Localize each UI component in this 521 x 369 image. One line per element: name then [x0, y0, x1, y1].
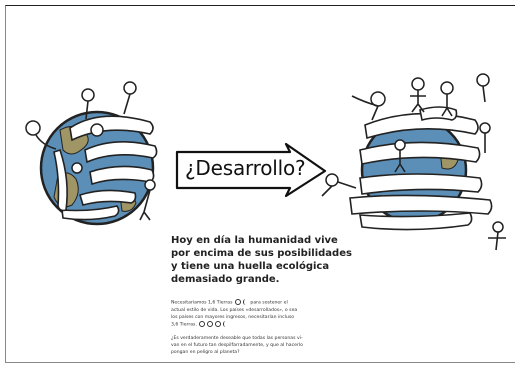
crescent-icon	[242, 299, 248, 305]
headline-line: y tiene una huella ecológica	[171, 261, 330, 272]
crescent-icon	[223, 321, 228, 328]
earth-icon	[199, 321, 206, 328]
earth-icon	[234, 299, 241, 305]
earth-icon	[207, 321, 214, 328]
arrow-icon	[175, 142, 327, 198]
paragraph-question: ¿Es verdaderamente deseable que todas la…	[171, 335, 361, 357]
paragraph-line: pongan en peligro al planeta?	[171, 350, 240, 356]
headline-line: Hoy en día la humanidad vive	[171, 235, 338, 246]
paragraph-text: 3,6 Tierras.	[171, 322, 197, 328]
headline-line: demasiado grande.	[171, 274, 280, 285]
paragraph-line: los países con mayores ingresos, necesit…	[171, 314, 295, 320]
large-earth-illustration	[321, 73, 506, 251]
paragraph-text: Necesitaríamos 1,6 Tierras	[171, 300, 233, 306]
headline: Hoy en día la humanidad vive por encima …	[171, 234, 371, 286]
paragraph-line: ¿Es verdaderamente deseable que todas la…	[171, 336, 303, 341]
paragraph-text: para sostener el	[250, 300, 288, 306]
page-border	[5, 5, 515, 363]
small-earth-illustration	[25, 81, 158, 226]
earth-icon	[215, 321, 222, 328]
paragraph-line: actual estilo de vida. Los países «desar…	[171, 307, 298, 313]
headline-line: por encima de sus posibilidades	[171, 248, 352, 259]
arrow-label: ¿Desarrollo?	[185, 156, 306, 180]
paragraph-line: van en el futuro tan despilfarradamente,…	[171, 343, 303, 349]
paragraph-line: Necesitaríamos 1,6 Tierras para sostener…	[171, 299, 361, 307]
paragraph-earths: Necesitaríamos 1,6 Tierras para sostener…	[171, 299, 361, 329]
paragraph-line: 3,6 Tierras.	[171, 321, 361, 329]
